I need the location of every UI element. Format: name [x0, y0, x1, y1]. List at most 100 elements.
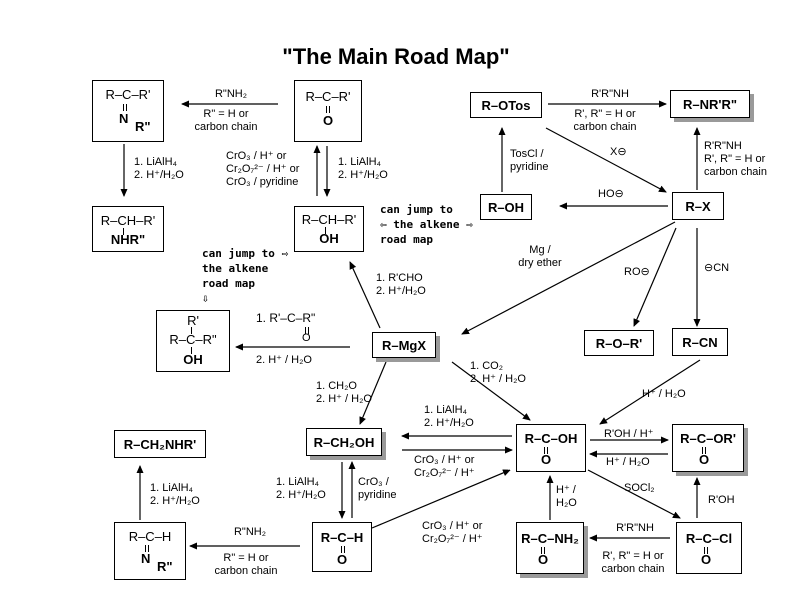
label-lialh4-amine: 1. LiAlH₄ 2. H⁺/H₂O: [150, 482, 200, 507]
label-rr-equals-h-top: R', R" = H or carbon chain: [573, 108, 637, 133]
imine-bottom-node: R–C–H N R": [114, 522, 186, 580]
ketone-top-node: R–C–R' O: [294, 80, 362, 142]
label-r-equals-h-bottom: R" = H or carbon chain: [214, 552, 278, 577]
carboxylic-acid-double-bond: [544, 447, 548, 454]
grignard-node: R–MgX: [372, 332, 436, 358]
nitrile-node: R–CN: [672, 328, 728, 356]
imine-bottom-line1: R–C–H: [128, 529, 172, 544]
label-ketone-add-1: 1. R'–C–R": [256, 311, 316, 325]
imine-top-n: N: [119, 111, 129, 126]
label-cro3-pyridine: CrO₃ / pyridine: [358, 476, 397, 501]
ketone-top-line1: R–C–R': [305, 89, 351, 104]
label-h-h2o-ester: H⁺ / H₂O: [606, 456, 650, 468]
sec-alcohol-line1: R–CH–R': [301, 212, 357, 227]
label-rcho: 1. R'CHO 2. H⁺/H₂O: [376, 272, 426, 297]
imine-bottom-r: R": [157, 559, 173, 574]
label-rrnh-right: R'R"NH R', R" = H or carbon chain: [704, 140, 767, 178]
ester-o: O: [699, 452, 710, 467]
amide-double-bond: [541, 547, 545, 554]
rx-label: R–X: [685, 199, 711, 214]
label-roh-h: R'OH / H⁺: [604, 428, 654, 440]
label-r-equals-h-top: R" = H or carbon chain: [194, 108, 258, 133]
label-jump-alkene-2: can jump to ⇨ the alkene road map ⇩: [202, 247, 289, 305]
aldehyde-double-bond: [341, 546, 345, 553]
label-rrnh-top: R'R"NH: [591, 88, 629, 100]
grignard-label: R–MgX: [381, 338, 427, 353]
amine-sec-line2: NHR": [110, 232, 146, 247]
label-lialh4-mid: 1. LiAlH₄ 2. H⁺/H₂O: [338, 156, 388, 181]
amide-node: R–C–NH₂ O: [516, 522, 584, 574]
label-cro3-aldehyde: CrO₃ / H⁺ or Cr₂O₇²⁻ / H⁺: [422, 520, 483, 545]
aldehyde-line1: R–C–H: [320, 530, 364, 545]
amide-o: O: [538, 552, 549, 567]
arrow-grignard-to-primary-alcohol: [359, 361, 387, 425]
amine-nrr-label: R–NR'R": [682, 97, 738, 112]
aldehyde-o: O: [336, 552, 348, 567]
acyl-chloride-double-bond: [704, 547, 708, 554]
ether-node: R–O–R': [584, 330, 654, 356]
label-cro3-acid: CrO₃ / H⁺ or Cr₂O₇²⁻ / H⁺: [414, 454, 475, 479]
carboxylic-acid-node: R–C–OH O: [516, 424, 586, 472]
acyl-chloride-line1: R–C–Cl: [685, 531, 733, 546]
label-roh-right: R'OH: [708, 494, 735, 506]
carboxylic-acid-o: O: [541, 452, 552, 467]
label-ketone-add-2: 2. H⁺ / H₂O: [256, 354, 312, 366]
arrow-aldehyde-to-acid: [371, 469, 511, 529]
carboxylic-acid-line1: R–C–OH: [524, 431, 578, 446]
label-ho-minus: HO⊖: [598, 188, 624, 200]
amine-sec-bond: [123, 228, 124, 235]
label-h-h2o-nitrile: H⁺ / H₂O: [642, 388, 686, 400]
imine-top-node: R–C–R' N R": [92, 80, 164, 142]
label-h-h2o-amide: H⁺ / H₂O: [556, 484, 577, 509]
label-r2nh2-bottom: R"NH₂: [233, 526, 266, 538]
tert-alcohol-bond-bottom: [191, 347, 192, 354]
label-co2: 1. CO₂ 2. H⁺ / H₂O: [470, 360, 526, 385]
amine-ch2-label: R–CH₂NHR': [123, 437, 197, 452]
otos-node: R–OTos: [470, 92, 542, 118]
label-toscl: TosCl / pyridine: [510, 148, 549, 173]
ether-label: R–O–R': [595, 336, 643, 351]
roh-node: R–OH: [480, 194, 532, 220]
label-x-minus: X⊖: [610, 146, 627, 158]
sec-alcohol-bond: [325, 227, 326, 234]
ester-line1: R–C–OR': [680, 431, 736, 446]
page-title: "The Main Road Map": [282, 44, 510, 69]
label-ch2o: 1. CH₂O 2. H⁺ / H₂O: [316, 380, 372, 405]
acyl-chloride-o: O: [701, 552, 712, 567]
label-jump-alkene-1: can jump to ⇦ the alkene ⇨ road map: [380, 203, 473, 246]
ester-node: R–C–OR' O: [672, 424, 744, 472]
rx-node: R–X: [672, 192, 724, 220]
tert-alcohol-node: R' R–C–R" OH: [156, 310, 230, 372]
tert-alcohol-line1: R–C–R": [169, 332, 217, 347]
label-lialh4-ald: 1. LiAlH₄ 2. H⁺/H₂O: [276, 476, 326, 501]
arrow-rx-to-grignard: [461, 221, 676, 335]
imine-bottom-n: N: [141, 551, 151, 566]
imine-top-double-bond: [123, 104, 127, 111]
ketone-top-double-bond: [326, 106, 330, 113]
amine-sec-line1: R–CH–R': [100, 213, 156, 228]
label-socl2: SOCl₂: [624, 482, 655, 494]
label-cn-minus: ⊖CN: [704, 262, 730, 274]
label-ketone-add-o: O: [302, 332, 311, 344]
tert-alcohol-top: R': [187, 313, 199, 328]
sec-alcohol-node: R–CH–R' OH: [294, 206, 364, 252]
imine-top-line1: R–C–R': [105, 87, 151, 102]
roh-label: R–OH: [487, 200, 525, 215]
tert-alcohol-bond-top: [191, 327, 192, 334]
label-ro-minus: RO⊖: [624, 266, 650, 278]
label-cro3-left: CrO₃ / H⁺ or Cr₂O₇²⁻ / H⁺ or CrO₃ / pyri…: [226, 150, 300, 188]
otos-label: R–OTos: [481, 98, 531, 113]
imine-bottom-double-bond: [145, 545, 149, 552]
ester-double-bond: [702, 447, 706, 454]
aldehyde-node: R–C–H O: [312, 522, 372, 572]
label-rrnh-bottom: R'R"NH: [616, 522, 654, 534]
amine-ch2-node: R–CH₂NHR': [114, 430, 206, 458]
label-lialh4-acid: 1. LiAlH₄ 2. H⁺/H₂O: [424, 404, 474, 429]
label-mg-ether: Mg / dry ether: [518, 244, 562, 269]
arrow-otos-to-rx: [545, 127, 667, 193]
amine-nrr-node: R–NR'R": [670, 90, 750, 118]
arrow-grignard-to-sec-alcohol: [349, 261, 381, 329]
label-lialh4-left: 1. LiAlH₄ 2. H⁺/H₂O: [134, 156, 184, 181]
